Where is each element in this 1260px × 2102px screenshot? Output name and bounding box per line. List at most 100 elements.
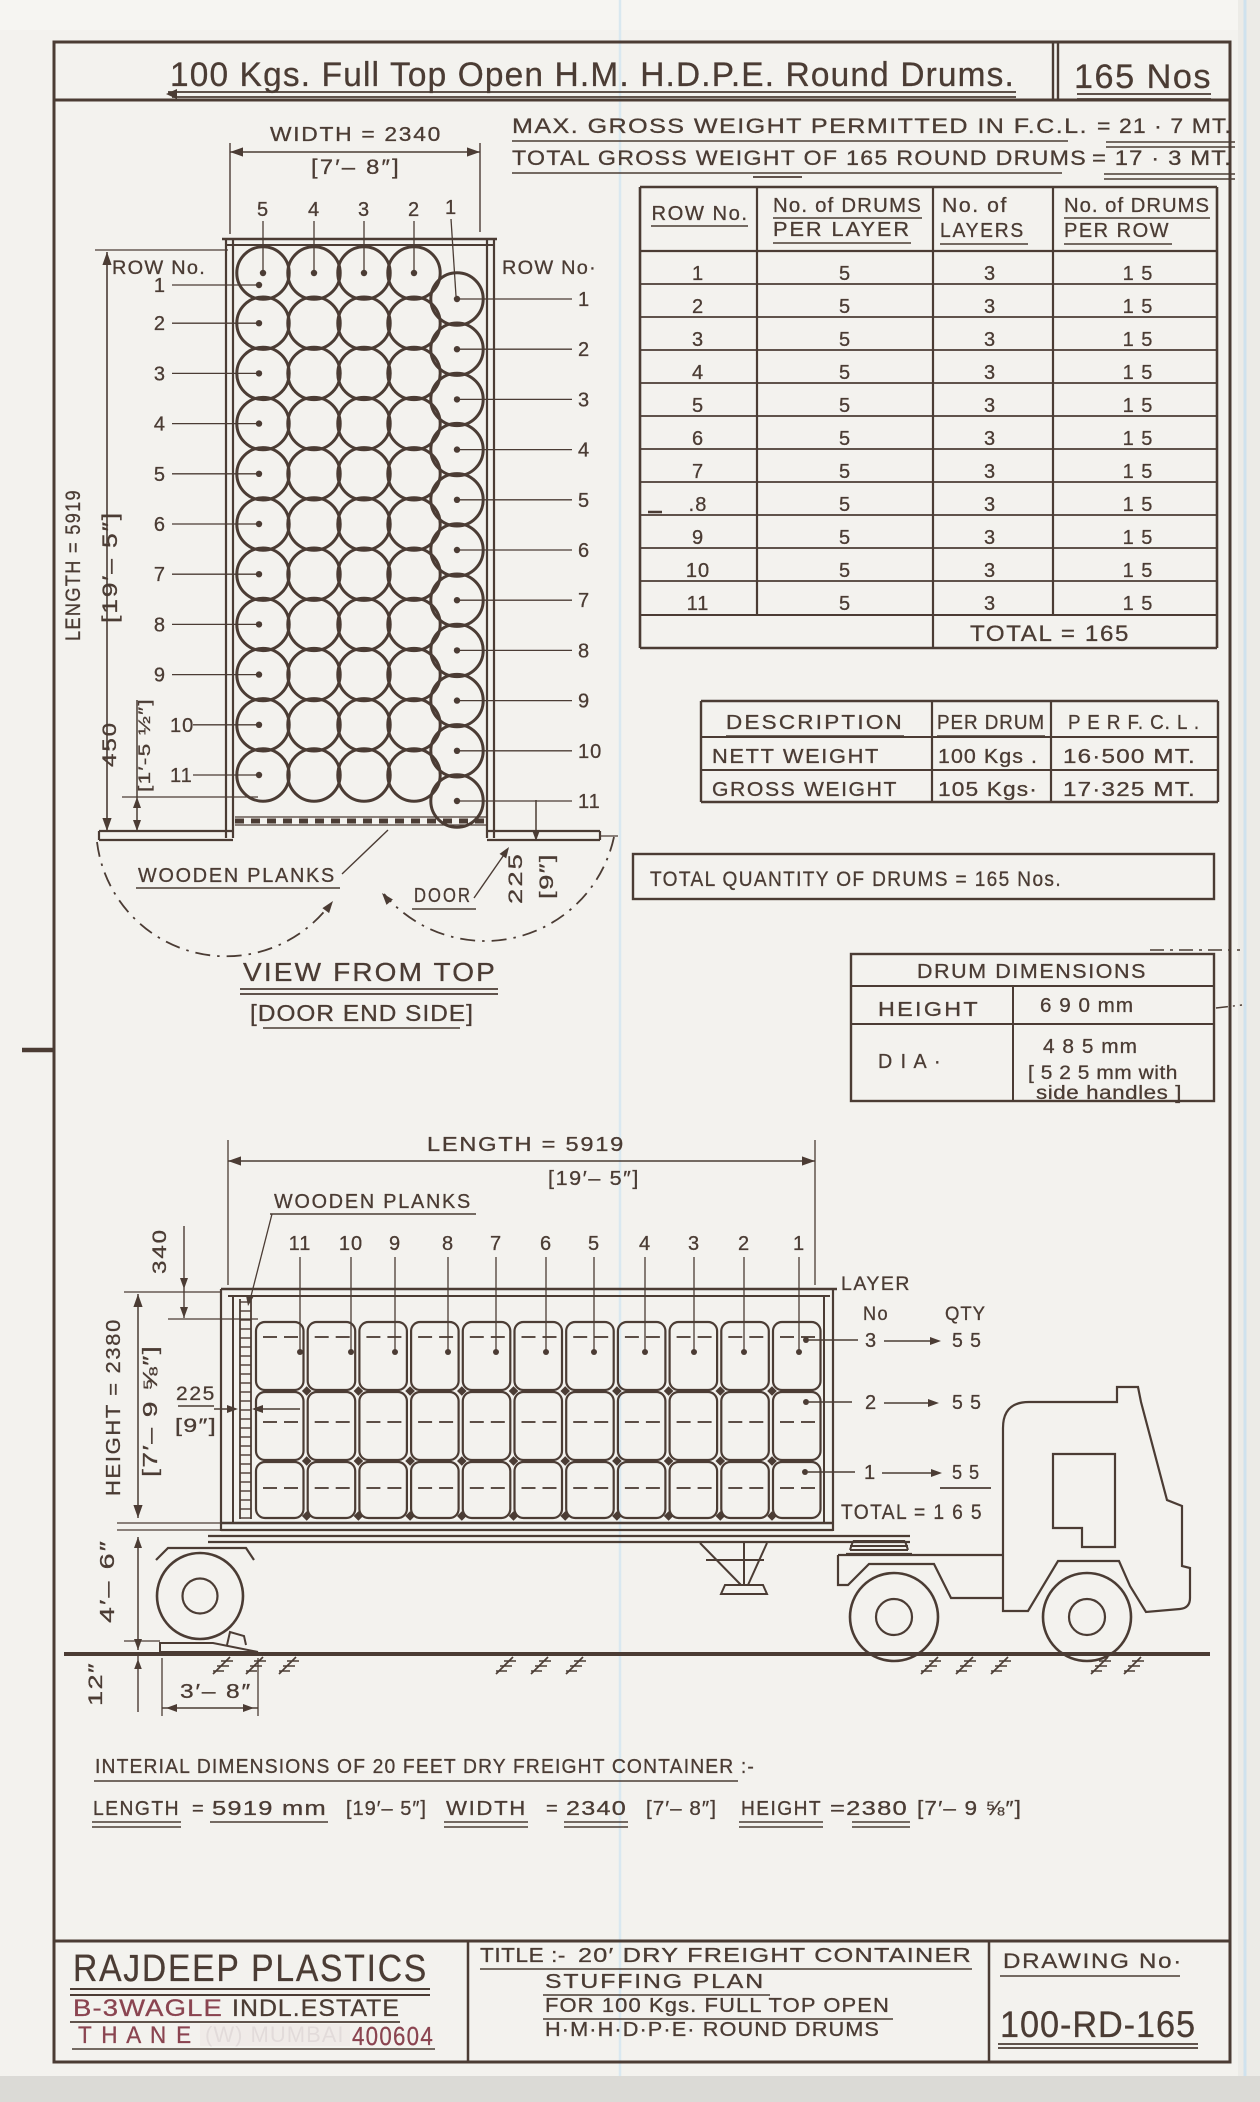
svg-text:6: 6 (578, 540, 590, 562)
svg-text:7: 7 (578, 590, 590, 612)
svg-text:3: 3 (984, 263, 996, 285)
svg-text:1: 1 (154, 275, 166, 297)
svg-text:100 Kgs .: 100 Kgs . (938, 746, 1038, 768)
svg-text:340: 340 (150, 1228, 171, 1274)
svg-text:FOR 100 Kgs. FULL TOP OPEN: FOR 100 Kgs. FULL TOP OPEN (545, 1995, 890, 2017)
svg-text:DOOR: DOOR (414, 885, 472, 907)
svg-text:No: No (863, 1304, 889, 1325)
svg-text:INTERIAL DIMENSIONS OF 20: INTERIAL DIMENSIONS OF 20 FEET DRY FREIG… (95, 1756, 755, 1778)
svg-text:=: = (192, 1798, 205, 1820)
svg-text:5: 5 (154, 464, 166, 486)
svg-text:1 5: 1 5 (1123, 593, 1154, 615)
svg-text:4: 4 (692, 362, 704, 384)
svg-text:[9″]: [9″] (175, 1416, 217, 1437)
svg-text:1 5: 1 5 (1123, 428, 1154, 450)
svg-text:WIDTH: WIDTH (446, 1798, 527, 1820)
svg-text:3: 3 (984, 560, 996, 582)
svg-text:5 5: 5 5 (952, 1330, 982, 1352)
svg-text:H·M·H·D·P·E· ROUND DRUMS: H·M·H·D·P·E· ROUND DRUMS (545, 2019, 880, 2041)
svg-text:10: 10 (170, 715, 194, 737)
svg-text:4′– 6″: 4′– 6″ (97, 1539, 119, 1623)
svg-text:5: 5 (839, 329, 851, 351)
svg-text:3: 3 (984, 296, 996, 318)
svg-text:(W) MUMBAI: (W) MUMBAI (205, 2022, 345, 2047)
svg-text:5: 5 (839, 527, 851, 549)
svg-text:TOTAL QUANTITY OF DRUMS =: TOTAL QUANTITY OF DRUMS = 165 Nos. (650, 868, 1062, 891)
svg-text:RAJDEEP PLASTICS: RAJDEEP PLASTICS (73, 1948, 428, 1990)
svg-text:T H A N E: T H A N E (78, 2022, 193, 2049)
svg-text:100 Kgs. Full Top Open H.M. H: 100 Kgs. Full Top Open H.M. H.D.P.E. Rou… (170, 56, 1015, 94)
svg-text:5: 5 (839, 494, 851, 516)
svg-text:DESCRIPTION: DESCRIPTION (726, 712, 904, 734)
svg-text:.8: .8 (689, 494, 708, 516)
svg-text:HEIGHT: HEIGHT (878, 999, 980, 1021)
svg-text:1: 1 (578, 289, 590, 311)
svg-text:WOODEN PLANKS: WOODEN PLANKS (138, 865, 336, 887)
svg-text:2: 2 (408, 199, 420, 221)
svg-text:3: 3 (984, 593, 996, 615)
svg-text:16·500 MT.: 16·500 MT. (1063, 746, 1196, 768)
svg-text:17·325 MT.: 17·325 MT. (1063, 779, 1196, 801)
svg-text:4 8 5 mm: 4 8 5 mm (1043, 1036, 1138, 1058)
svg-text:INDL.ESTATE: INDL.ESTATE (232, 1995, 400, 2022)
svg-text:[7′– 8″]: [7′– 8″] (646, 1798, 717, 1820)
svg-text:LENGTH: LENGTH (93, 1798, 180, 1820)
svg-text:3: 3 (865, 1330, 877, 1352)
svg-text:8: 8 (442, 1233, 454, 1255)
svg-text:= 21 · 7 MT.: = 21 · 7 MT. (1097, 115, 1232, 138)
svg-text:9: 9 (692, 527, 704, 549)
svg-text:5: 5 (839, 560, 851, 582)
svg-text:5: 5 (839, 296, 851, 318)
svg-text:= 17 · 3 MT.: = 17 · 3 MT. (1092, 147, 1232, 170)
svg-text:TOTAL = 165: TOTAL = 165 (970, 621, 1130, 646)
svg-text:5: 5 (839, 362, 851, 384)
svg-text:[9″]: [9″] (537, 853, 558, 899)
svg-text:DRUM DIMENSIONS: DRUM DIMENSIONS (917, 961, 1147, 983)
svg-text:100-RD-165: 100-RD-165 (1000, 2004, 1196, 2045)
svg-text:3: 3 (984, 428, 996, 450)
svg-text:3: 3 (984, 461, 996, 483)
svg-text:3: 3 (578, 389, 590, 411)
svg-text:=: = (546, 1798, 559, 1820)
svg-text:450: 450 (100, 721, 121, 767)
svg-text:[7′– 8″]: [7′– 8″] (311, 156, 401, 179)
svg-text:6 9 0 mm: 6 9 0 mm (1040, 995, 1134, 1017)
svg-text:1 5: 1 5 (1123, 263, 1154, 285)
svg-text:11: 11 (578, 791, 601, 813)
svg-text:WIDTH = 2340: WIDTH = 2340 (270, 124, 442, 146)
svg-text:D I A ·: D I A · (878, 1051, 942, 1073)
svg-text:3: 3 (984, 362, 996, 384)
svg-text:5: 5 (839, 395, 851, 417)
svg-text:[7′– 9 ⅝″]: [7′– 9 ⅝″] (917, 1798, 1022, 1820)
svg-text:10: 10 (578, 741, 602, 763)
svg-text:1 5: 1 5 (1123, 395, 1154, 417)
svg-text:5: 5 (578, 490, 590, 512)
svg-text:PER ROW: PER ROW (1064, 220, 1170, 242)
svg-text:7: 7 (490, 1233, 502, 1255)
svg-text:side handles ]: side handles ] (1036, 1083, 1182, 1104)
svg-text:225: 225 (176, 1384, 216, 1405)
svg-text:1 5: 1 5 (1123, 362, 1154, 384)
svg-text:20′ DRY FREIGHT CONTAINER: 20′ DRY FREIGHT CONTAINER (578, 1945, 972, 1967)
svg-text:11: 11 (289, 1233, 312, 1255)
svg-text:3: 3 (154, 363, 166, 385)
svg-text:2: 2 (738, 1233, 750, 1255)
svg-text:5: 5 (692, 395, 704, 417)
svg-text:4: 4 (639, 1233, 651, 1255)
svg-text:5 5: 5 5 (952, 1392, 982, 1414)
svg-text:5: 5 (257, 199, 269, 221)
svg-text:3′– 8″: 3′– 8″ (180, 1681, 252, 1703)
svg-text:1: 1 (692, 263, 704, 285)
svg-text:1: 1 (864, 1462, 876, 1484)
svg-text:3: 3 (688, 1233, 700, 1255)
svg-text:5: 5 (839, 263, 851, 285)
svg-text:3: 3 (984, 527, 996, 549)
svg-text:11: 11 (687, 593, 710, 615)
svg-text:[19′– 5″]: [19′– 5″] (99, 511, 122, 623)
svg-text:4: 4 (154, 414, 166, 436)
svg-text:5: 5 (839, 593, 851, 615)
svg-text:2: 2 (154, 313, 166, 335)
svg-text:VIEW FROM TOP: VIEW FROM TOP (243, 957, 497, 987)
svg-text:7: 7 (154, 564, 166, 586)
svg-text:6: 6 (154, 514, 166, 536)
